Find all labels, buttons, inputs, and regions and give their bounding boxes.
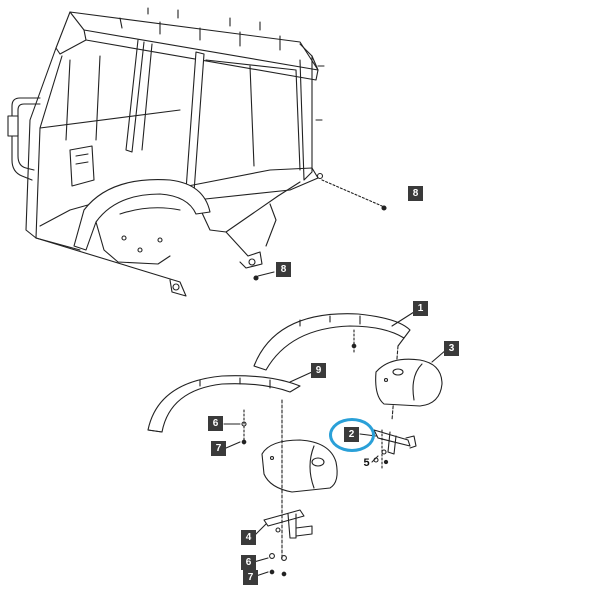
leader-3 xyxy=(431,349,447,363)
callout-1: 1 xyxy=(413,301,428,316)
part-1-front-fender xyxy=(253,313,411,421)
leader-8a xyxy=(321,179,383,207)
nut-7c xyxy=(281,571,287,577)
leader-5 xyxy=(371,455,379,463)
bolt-8b xyxy=(253,275,259,281)
leader-6b xyxy=(253,557,269,563)
nut-7b xyxy=(269,569,275,575)
part-5-front-bracket xyxy=(373,429,417,465)
callout-7-upper: 7 xyxy=(211,441,226,456)
bolt-1 xyxy=(351,343,357,349)
part-3-bracket-cover xyxy=(375,358,443,407)
washer-6a xyxy=(241,421,247,427)
callout-6-lower: 6 xyxy=(241,555,256,570)
callout-2: 2 xyxy=(344,427,359,442)
callout-4: 4 xyxy=(241,530,256,545)
callout-5: 5 xyxy=(363,457,370,469)
part-4-rear-bracket xyxy=(263,509,313,539)
cab-rear-fender xyxy=(73,179,211,265)
callout-9: 9 xyxy=(311,363,326,378)
part-9-rear-fender xyxy=(147,375,301,433)
cab-frame xyxy=(7,7,325,297)
nut-7a xyxy=(241,439,247,445)
leader-7a xyxy=(225,441,241,449)
callout-6-upper: 6 xyxy=(208,416,223,431)
callout-8-upper: 8 xyxy=(408,186,423,201)
callout-7-lower: 7 xyxy=(243,570,258,585)
washer-6c xyxy=(281,555,287,561)
bolt-8a xyxy=(381,205,387,211)
part-2-bracket-cover xyxy=(261,439,338,493)
highlight-ring-part-2 xyxy=(329,418,375,452)
leader-4 xyxy=(253,523,267,537)
callout-8-lower: 8 xyxy=(276,262,291,277)
leader-1 xyxy=(391,311,415,327)
leader-9 xyxy=(289,371,313,383)
callout-3: 3 xyxy=(444,341,459,356)
leader-7b xyxy=(255,571,269,577)
leader-8b xyxy=(257,271,275,277)
washer-6b xyxy=(269,553,275,559)
